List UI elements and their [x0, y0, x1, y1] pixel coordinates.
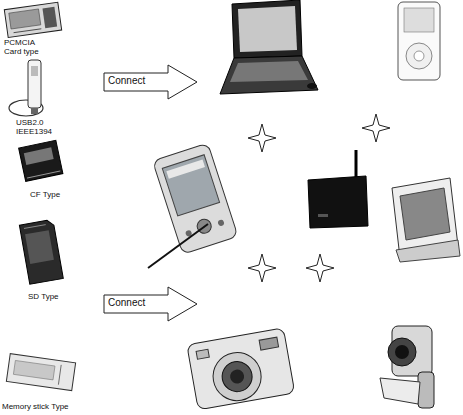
arrow-shape: [104, 65, 197, 99]
pcmcia-card-part: [4, 2, 61, 37]
laptop-part: [307, 83, 317, 89]
wireless-router-part: [355, 150, 358, 178]
wireless-router-part: [308, 176, 368, 228]
ipod-part: [398, 2, 440, 80]
sparkle-star-part: [306, 254, 334, 282]
laptop-part: [238, 6, 297, 52]
wireless-router: [308, 150, 368, 228]
arrow-shape: [104, 287, 197, 321]
cf-card-part: [24, 147, 54, 165]
laptop: [220, 0, 318, 94]
pda-part: [153, 143, 238, 254]
camcorder: [380, 326, 434, 408]
sd-card-part: [25, 230, 54, 264]
sparkle-star-part: [248, 254, 276, 282]
connect-arrow: Connect: [104, 64, 198, 100]
memory-stick: [6, 354, 75, 391]
usb-adapter-part: [28, 60, 41, 108]
sparkle-star-part: [362, 114, 390, 142]
laptop-part: [220, 56, 318, 94]
camcorder-part: [380, 378, 420, 404]
sd-card-part: [24, 225, 46, 229]
card-type-label: CF Type: [30, 190, 80, 199]
digital-camera-part: [220, 359, 255, 394]
card-type-label: SD Type: [28, 292, 78, 301]
pcmcia-card-part: [14, 29, 42, 33]
ipod-part: [414, 51, 424, 61]
card-type-label: PCMCIA Card type: [4, 38, 40, 56]
camcorder-part: [395, 345, 409, 359]
digital-camera: [187, 328, 295, 410]
wireless-router-part: [318, 214, 328, 217]
usb-adapter-part: [31, 108, 38, 114]
sparkle-star: [248, 114, 390, 282]
digital-camera-part: [196, 349, 209, 359]
stylus: [148, 224, 208, 268]
ipod-part: [404, 8, 434, 32]
card-type-label: USB2.0 IEEE1394: [16, 118, 54, 136]
ipod: [398, 2, 440, 80]
camcorder-part: [418, 372, 434, 408]
cf-card-part: [27, 171, 60, 178]
laptop-part: [232, 0, 302, 58]
usb-adapter-part: [31, 66, 38, 76]
arrow-label: Connect: [108, 75, 145, 87]
pda-part: [217, 219, 225, 227]
pcmcia-card-part: [9, 9, 41, 29]
usb-adapter: [9, 60, 43, 116]
ipod-part: [406, 43, 432, 69]
sd-card-part: [19, 219, 63, 284]
photo-frame: [392, 178, 460, 262]
digital-camera-part: [229, 368, 245, 384]
memory-stick-part: [58, 365, 61, 385]
connect-arrow: Connect: [104, 286, 198, 322]
digital-camera-part: [187, 328, 295, 410]
digital-camera-part: [209, 349, 265, 405]
pda-part: [166, 159, 205, 178]
arrow-label: Connect: [108, 297, 145, 309]
cf-card: [19, 140, 63, 181]
camcorder-part: [388, 338, 416, 366]
photo-frame-part: [396, 240, 460, 262]
pda-part: [162, 155, 219, 216]
digital-camera-part: [259, 337, 278, 350]
card-type-label: Memory stick Type: [2, 402, 92, 411]
pda: [153, 143, 238, 254]
laptop-part: [230, 61, 308, 82]
photo-frame-part: [400, 188, 450, 240]
sd-card: [19, 219, 63, 284]
cf-card-part: [19, 140, 63, 181]
memory-stick-part: [6, 354, 75, 391]
sparkle-star-part: [248, 124, 276, 152]
memory-stick-part: [13, 360, 55, 379]
pcmcia-card-part: [42, 7, 57, 28]
pcmcia-card: [4, 2, 61, 37]
